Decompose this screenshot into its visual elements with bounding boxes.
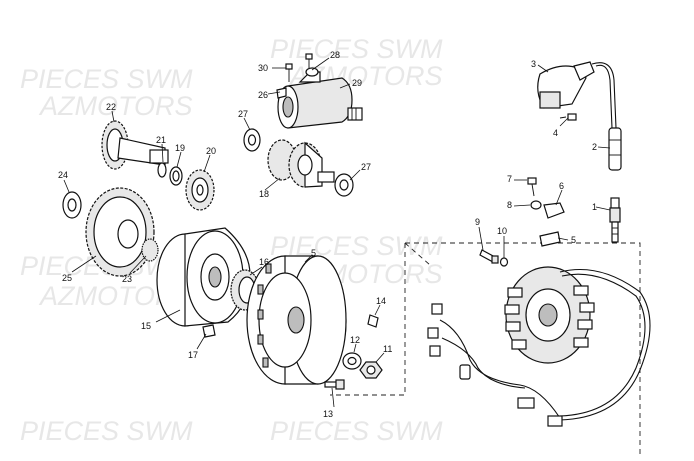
ht-lead [591, 62, 617, 129]
stator [504, 266, 595, 364]
ht-lead [595, 64, 613, 129]
callout-11: 11 [383, 344, 392, 354]
callout-6: 6 [559, 181, 564, 191]
plug-cap [608, 127, 622, 171]
starter-motor [277, 71, 363, 129]
washer [62, 191, 82, 219]
screw [305, 53, 319, 77]
washer [243, 128, 261, 152]
washer [342, 352, 362, 370]
callout-27-top: 27 [238, 109, 248, 119]
callout-29: 29 [352, 78, 362, 88]
callout-27-right: 27 [361, 162, 371, 172]
watermark-text: PIECES SWM [270, 416, 443, 446]
screw [285, 63, 293, 82]
callout-10: 10 [497, 226, 507, 236]
callouts: 1 2 3 4 5 5 6 7 8 9 10 11 12 13 14 15 16… [58, 50, 597, 419]
assembly-outline [404, 242, 431, 266]
callout-15: 15 [141, 321, 151, 331]
callout-22: 22 [106, 102, 116, 112]
watermark-text: AZMOTORS [38, 91, 193, 121]
needle-bearing [141, 238, 159, 262]
watermark-text: PIECES SWM [270, 34, 443, 64]
screw [559, 113, 577, 121]
washer [334, 173, 354, 197]
washer [530, 200, 542, 210]
spark-plug [609, 197, 621, 243]
woodruff-key [202, 324, 216, 338]
callout-20: 20 [206, 146, 216, 156]
idler-gear [185, 169, 215, 211]
large-gear [85, 187, 155, 277]
clip [276, 87, 287, 99]
bolt [479, 249, 499, 264]
cable-clip [459, 364, 471, 380]
watermark-text: PIECES SWM [20, 64, 193, 94]
washer [169, 166, 183, 186]
callout-21: 21 [156, 135, 166, 145]
callout-25: 25 [62, 273, 72, 283]
callout-26: 26 [258, 90, 268, 100]
washer [157, 162, 167, 178]
shaft-gear [101, 120, 169, 170]
nut [359, 361, 383, 379]
callout-17: 17 [188, 350, 198, 360]
leader-lines [63, 57, 611, 408]
callout-5-stator: 5 [571, 235, 576, 245]
woodruff-key [367, 314, 379, 328]
callout-8: 8 [507, 200, 512, 210]
callout-19: 19 [175, 143, 185, 153]
ignition-coil [537, 61, 595, 109]
callout-4: 4 [553, 128, 558, 138]
callout-13: 13 [323, 409, 333, 419]
washer [499, 257, 509, 267]
callout-9: 9 [475, 217, 480, 227]
callout-14: 14 [376, 296, 386, 306]
assembly-outline [405, 242, 641, 455]
callout-5-flywheel: 5 [311, 248, 316, 258]
flywheel [246, 255, 347, 385]
cable-clip [539, 231, 561, 247]
callout-28: 28 [330, 50, 340, 60]
callout-23: 23 [122, 274, 132, 284]
screw [527, 177, 537, 197]
cable-clip [543, 202, 565, 219]
wiring-harness [427, 269, 651, 427]
callout-30: 30 [258, 63, 268, 73]
callout-24: 24 [58, 170, 68, 180]
callout-7: 7 [507, 174, 512, 184]
assembly-outline [330, 243, 406, 396]
callout-16: 16 [259, 257, 269, 267]
callout-3: 3 [531, 59, 536, 69]
watermark-text: PIECES SWM [20, 416, 193, 446]
callout-1: 1 [592, 202, 597, 212]
callout-2: 2 [592, 142, 597, 152]
bolt [324, 379, 345, 390]
starter-gear [267, 139, 335, 188]
callout-12: 12 [350, 335, 360, 345]
callout-18: 18 [259, 189, 269, 199]
